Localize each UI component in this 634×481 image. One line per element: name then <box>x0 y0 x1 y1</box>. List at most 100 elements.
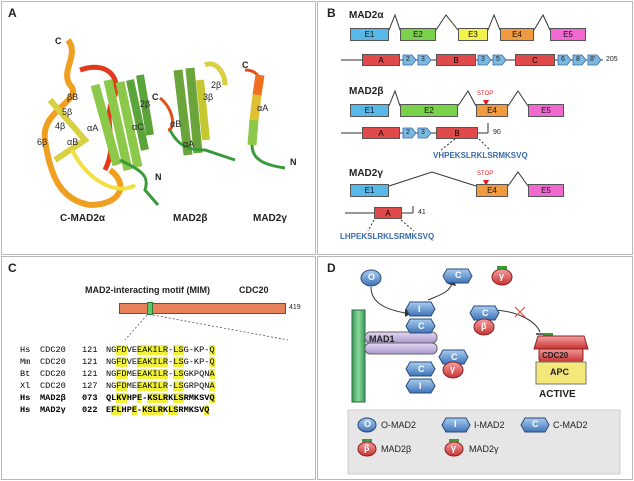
cdc20-length: 419 <box>289 304 301 311</box>
imad2-hex4: I <box>419 381 422 391</box>
omad2-symbol: O <box>368 272 376 282</box>
apc-label: APC <box>550 367 570 377</box>
mad2a-exon-e3: E3 <box>458 28 488 41</box>
mad2b-structure <box>158 61 236 162</box>
mad2g-exon-e5: E5 <box>528 184 564 197</box>
struct3-label-n: N <box>290 157 297 167</box>
struct1-label-bb: βB <box>67 92 79 102</box>
alignment-position: 073 <box>82 393 98 403</box>
mad2b-domain-a: A <box>362 127 400 139</box>
legend-beta-sym: β <box>364 443 370 453</box>
cdc20-bar <box>119 303 286 314</box>
alignment-sequence: NGFDVEEAKILR-LSG-KP-Q <box>106 345 215 355</box>
panel-b-label: B <box>327 6 336 20</box>
struct1-label-aa: αA <box>87 123 99 133</box>
cmad2-hex2: C <box>418 321 425 331</box>
legend-o-text: O-MAD2 <box>381 420 417 430</box>
mim-label: MAD2-interacting motif (MIM) <box>85 285 210 295</box>
mad2a-exon-e2: E2 <box>400 28 436 41</box>
mad2a-dom-2: 2 <box>406 56 410 63</box>
alignment-sequence: NGFDVEEAKILR-LSG-KP-Q <box>106 357 215 367</box>
cdc20-label: CDC20 <box>239 285 269 295</box>
legend-gamma-sym: γ <box>451 443 457 453</box>
mad2g-exon-e1: E1 <box>350 184 389 197</box>
alignment-protein: CDC20 <box>40 369 66 379</box>
mad2g-length: 41 <box>418 209 426 216</box>
panel-a-label: A <box>8 6 17 20</box>
panel-d-label: D <box>327 261 336 275</box>
mad2b-exon-e2: E2 <box>400 104 458 117</box>
mad2a-dom-6: 6 <box>561 56 565 63</box>
mad2a-length: 205 <box>606 56 618 63</box>
caption-mad2g: MAD2γ <box>253 213 287 224</box>
imad2-hex1: I <box>418 304 421 314</box>
struct2-label-ab: αB <box>170 119 182 129</box>
active-label: ACTIVE <box>539 389 576 400</box>
legend-o-sym: O <box>364 419 372 429</box>
alignment-sequence: NGFDMEEAKILR-LSGKPQNA <box>106 369 215 379</box>
struct3-label-c: C <box>242 60 249 70</box>
mad2g-stop: STOP <box>477 171 494 177</box>
alignment-position: 022 <box>82 405 98 415</box>
panel-c-label: C <box>8 261 17 275</box>
mad2g-domain-a: A <box>374 207 402 219</box>
struct1-label-ac: αC <box>132 122 144 132</box>
mad2a-exon-e4: E4 <box>500 28 534 41</box>
mad2a-exon-e1: E1 <box>350 28 389 41</box>
alignment-sequence: NGFDMEEAKILR-LSGRPQNA <box>106 381 215 391</box>
mad2g-exon-e4: E4 <box>476 184 508 197</box>
alignment-label: Bt <box>20 369 31 379</box>
alignment-label: Xl <box>20 381 31 391</box>
c-mad2a-structure <box>41 38 160 209</box>
alignment-protein: CDC20 <box>40 357 66 367</box>
cmad2-gamma-symbol: C <box>451 352 458 362</box>
alignment-protein: CDC20 <box>40 345 66 355</box>
mad2b-exon-e4: E4 <box>476 104 508 117</box>
mad2a-domain-c: C <box>515 54 555 66</box>
caption-mad2b: MAD2β <box>173 213 208 224</box>
mad2a-dom-3b: 3 <box>481 56 485 63</box>
mad2a-exon-e5: E5 <box>550 28 586 41</box>
legend-c-text: C-MAD2 <box>553 420 588 430</box>
panel-b <box>317 1 633 255</box>
mad2a-dom-3a: 3 <box>421 56 425 63</box>
mad2b-stop: STOP <box>477 91 494 97</box>
alignment-protein: MAD2γ <box>40 405 66 415</box>
legend-gamma-text: MAD2γ <box>469 444 499 454</box>
struct2-label-aa: αA <box>183 139 195 149</box>
mad2b-dom-3: 3 <box>421 129 425 136</box>
cmad2-top-symbol: C <box>455 270 462 280</box>
mad2g-structure <box>244 68 286 170</box>
struct1-label-6b: 6β <box>37 137 48 147</box>
beta-symbol: β <box>481 321 487 331</box>
alignment-position: 127 <box>82 381 98 391</box>
mad2b-exon-e1: E1 <box>350 104 389 117</box>
panel-a <box>1 1 316 255</box>
cmad2-hex3: C <box>418 364 425 374</box>
mad2a-dom-5: 5 <box>496 56 500 63</box>
struct2-label-3b: 3β <box>203 92 214 102</box>
struct1-label-c: C <box>55 36 62 46</box>
mad2a-title: MAD2α <box>349 10 384 21</box>
alignment-position: 121 <box>82 357 98 367</box>
struct2-label-2b: 2β <box>211 80 222 90</box>
alignment-protein: CDC20 <box>40 381 66 391</box>
gamma-top-symbol: γ <box>499 271 505 281</box>
mad2b-seq: VHPEKSLRKLSRMKSVQ <box>433 151 528 160</box>
alignment-position: 121 <box>82 345 98 355</box>
struct1-label-2b: 2β <box>140 99 151 109</box>
legend-beta-text: MAD2β <box>381 444 412 454</box>
alignment-label: Mm <box>20 357 31 367</box>
cdc20-complex-label: CDC20 <box>542 351 569 360</box>
struct1-label-n: N <box>155 172 162 182</box>
mim-box <box>147 302 153 315</box>
alignment-row: Mm CDC20 121 NGFDVEEAKILR-LSG-KP-Q <box>20 357 215 367</box>
panel-d <box>317 256 633 480</box>
mad2a-domain-a: A <box>362 54 400 66</box>
